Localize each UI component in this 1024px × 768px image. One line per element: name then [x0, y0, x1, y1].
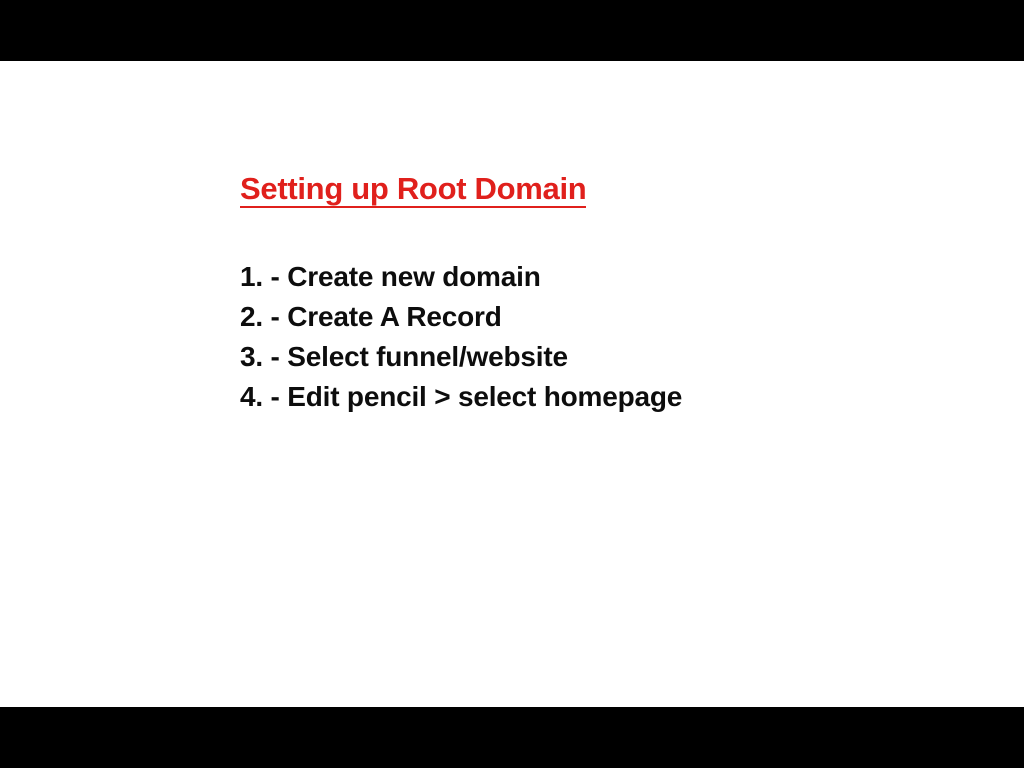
- step-text: Create A Record: [287, 301, 502, 332]
- letterbox-bar-top: [0, 0, 1024, 61]
- step-number: 2.: [240, 301, 263, 332]
- step-dash: -: [270, 301, 280, 332]
- step-number: 3.: [240, 341, 263, 372]
- step-text: Create new domain: [287, 261, 541, 292]
- step-dash: -: [270, 341, 280, 372]
- step-number: 1.: [240, 261, 263, 292]
- list-item: 2. - Create A Record: [240, 297, 682, 337]
- letterbox-bar-bottom: [0, 707, 1024, 768]
- step-dash: -: [270, 261, 280, 292]
- list-item: 1. - Create new domain: [240, 257, 682, 297]
- list-item: 4. - Edit pencil > select homepage: [240, 377, 682, 417]
- list-item: 3. - Select funnel/website: [240, 337, 682, 377]
- page-title: Setting up Root Domain: [240, 171, 587, 208]
- slide-canvas: Setting up Root Domain 1. - Create new d…: [0, 61, 1024, 707]
- step-text: Select funnel/website: [287, 341, 568, 372]
- step-number: 4.: [240, 381, 263, 412]
- step-dash: -: [270, 381, 280, 412]
- step-text: Edit pencil > select homepage: [287, 381, 683, 412]
- steps-list: 1. - Create new domain 2. - Create A Rec…: [240, 257, 682, 417]
